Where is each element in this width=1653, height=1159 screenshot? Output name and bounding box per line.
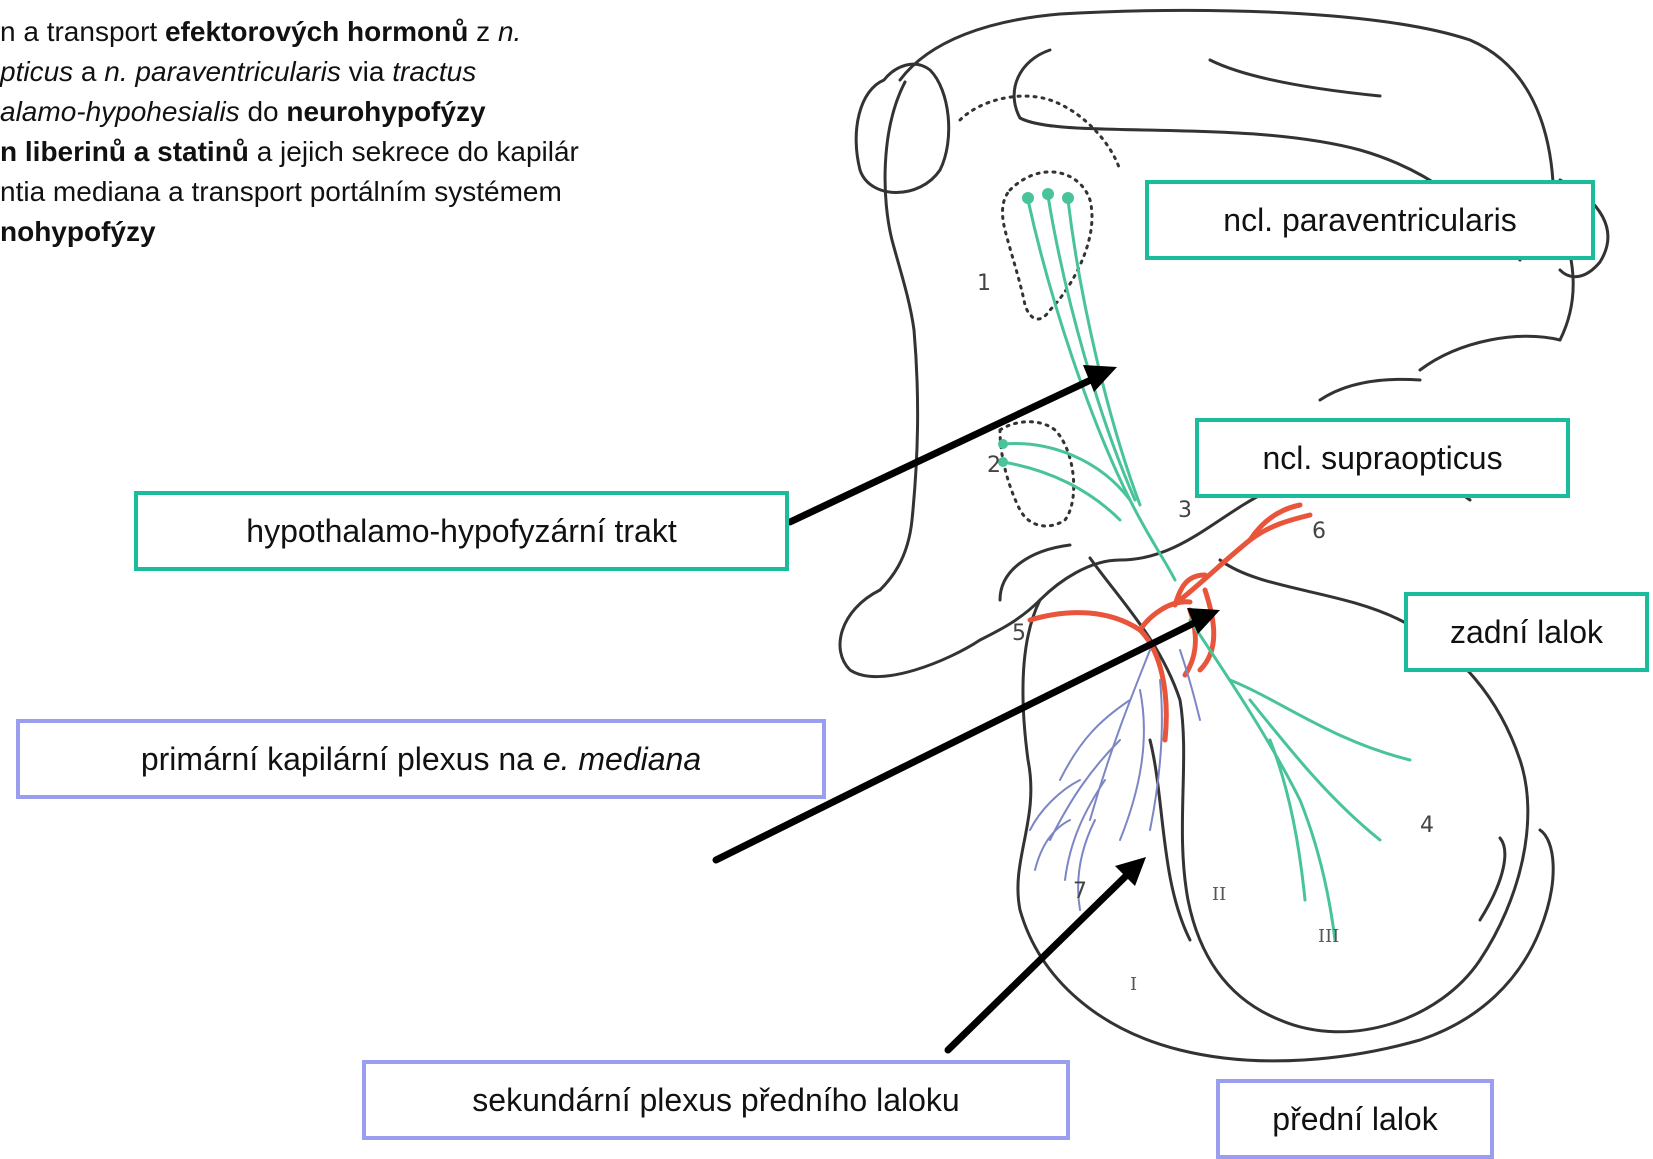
intro-segment: efektorových hormonů	[165, 16, 468, 47]
label-ncl-paraventricularis: ncl. paraventricularis	[1145, 180, 1595, 260]
intro-segment: tractus	[392, 56, 476, 87]
intro-line: nohypofýzy	[0, 212, 900, 252]
intro-segment: alamo-hypohesialis	[0, 96, 240, 127]
intro-segment: n. paraventricularis	[104, 56, 341, 87]
pointer-arrows	[716, 365, 1220, 1050]
intro-line: alamo-hypohesialis do neurohypofýzy	[0, 92, 900, 132]
intro-segment: z	[468, 16, 498, 47]
intro-segment: n.	[498, 16, 521, 47]
figure-roman-3: III	[1318, 926, 1339, 947]
intro-text: n a transport efektorových hormonů z n.p…	[0, 12, 900, 252]
hypothalamo-hypophyseal-fibers	[1003, 196, 1410, 940]
figure-number-7: 7	[1073, 879, 1087, 904]
intro-segment: a	[73, 56, 104, 87]
figure-number-3: 3	[1178, 498, 1192, 523]
figure-number-4: 4	[1420, 813, 1434, 838]
intro-line: n liberinů a statinů a jejich sekrece do…	[0, 132, 900, 172]
label-primarni-kapilarni-plexus: primární kapilární plexus na e. mediana	[16, 719, 826, 799]
figure-roman-2: II	[1212, 884, 1226, 905]
figure-roman-1: I	[1130, 974, 1137, 995]
intro-segment: neurohypofýzy	[286, 96, 485, 127]
portal-arteries	[1030, 505, 1310, 740]
label-ncl-supraopticus: ncl. supraopticus	[1195, 418, 1570, 498]
arrow-secondary-plexus	[948, 874, 1128, 1050]
intro-segment: via	[341, 56, 392, 87]
primary-plexus-text: primární kapilární plexus na	[141, 741, 543, 778]
figure-number-2: 2	[987, 453, 1001, 478]
intro-segment: a jejich sekrece do kapilár	[249, 136, 579, 167]
intro-segment: do	[240, 96, 287, 127]
label-hypothalamo-hypofyzarni-trakt: hypothalamo-hypofyzární trakt	[134, 491, 789, 571]
label-sekundarni-plexus: sekundární plexus předního laloku	[362, 1060, 1070, 1140]
arrow-tract	[790, 378, 1095, 522]
intro-line: ntia mediana a transport portálním systé…	[0, 172, 900, 212]
figure-number-1: 1	[977, 271, 991, 296]
intro-segment: ntia mediana a transport portálním systé…	[0, 176, 562, 207]
intro-segment: n a transport	[0, 16, 165, 47]
nucleus-outlines	[960, 96, 1120, 526]
intro-line: pticus a n. paraventricularis via tractu…	[0, 52, 900, 92]
figure-number-6: 6	[1312, 519, 1326, 544]
figure-number-5: 5	[1012, 621, 1026, 646]
intro-line: n a transport efektorových hormonů z n.	[0, 12, 900, 52]
intro-segment: nohypofýzy	[0, 216, 156, 247]
intro-segment: n liberinů a statinů	[0, 136, 249, 167]
label-predni-lalok: přední lalok	[1216, 1079, 1494, 1159]
label-zadni-lalok: zadní lalok	[1404, 592, 1649, 672]
intro-segment: pticus	[0, 56, 73, 87]
primary-plexus-italic: e. mediana	[543, 741, 701, 778]
